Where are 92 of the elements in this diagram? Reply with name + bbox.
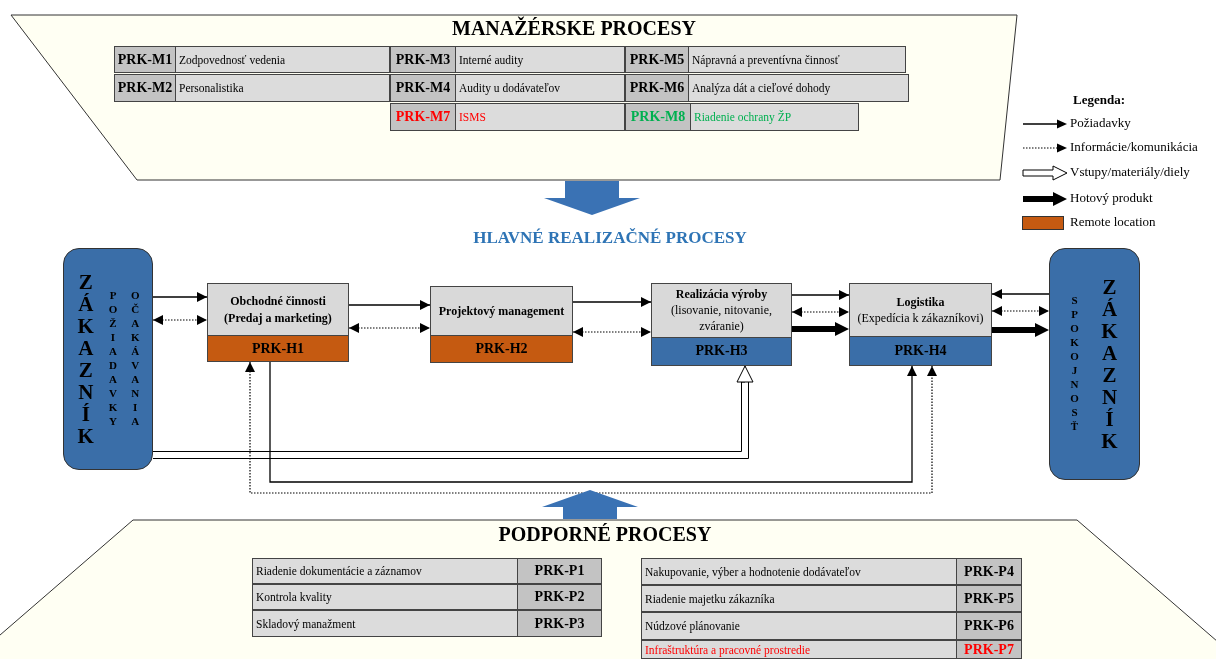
process-name: Personalistika bbox=[178, 81, 245, 96]
process-code: PRK-P1 bbox=[517, 559, 601, 583]
process-subtitle: (lisovanie, nitovanie, zváranie) bbox=[670, 302, 773, 335]
legend-title: Legenda: bbox=[1073, 92, 1126, 108]
process-box bbox=[207, 283, 349, 362]
process-row bbox=[641, 585, 1022, 612]
process-code: PRK-M2 bbox=[115, 75, 176, 101]
thick-arrow bbox=[792, 322, 849, 336]
process-code: PRK-P5 bbox=[956, 586, 1021, 611]
process-name: Skladový manažment bbox=[255, 616, 357, 633]
process-name: Interné audity bbox=[458, 52, 525, 69]
vertical-text: OČAKÁVANIA bbox=[129, 289, 141, 429]
legend-text: Remote location bbox=[1070, 214, 1156, 230]
process-box bbox=[849, 283, 992, 366]
process-code-band: PRK-H1 bbox=[208, 335, 348, 361]
legend-text: Požiadavky bbox=[1070, 115, 1131, 131]
process-row bbox=[114, 46, 390, 73]
block-arrow bbox=[542, 490, 638, 519]
process-name: Kontrola kvality bbox=[255, 590, 333, 606]
vertical-text: ZÁKAZNÍK bbox=[1100, 275, 1119, 453]
process-row bbox=[252, 558, 602, 584]
thick-arrow bbox=[992, 323, 1049, 337]
customer-box bbox=[63, 248, 153, 470]
arrow bbox=[348, 300, 431, 310]
process-row bbox=[252, 610, 602, 637]
legend-text: Vstupy/materiály/diely bbox=[1070, 164, 1190, 180]
process-code-band: PRK-H3 bbox=[652, 336, 791, 365]
block-arrow bbox=[544, 181, 640, 215]
legend-text: Informácie/komunikácia bbox=[1070, 139, 1198, 155]
vertical-text: SPOKOJNOSŤ bbox=[1069, 294, 1080, 434]
process-name: Analýza dát a cieľové dohody bbox=[691, 81, 832, 97]
process-row bbox=[390, 103, 625, 131]
hollow-arrow bbox=[152, 365, 754, 459]
process-subtitle: (Expedícia k zákazníkovi) bbox=[857, 310, 984, 327]
double-arrow bbox=[152, 315, 208, 325]
double-arrow bbox=[791, 307, 850, 317]
double-arrow bbox=[991, 306, 1050, 316]
process-box bbox=[651, 283, 792, 366]
legend-text: Hotový produkt bbox=[1070, 190, 1153, 206]
process-row bbox=[641, 558, 1022, 585]
process-row bbox=[641, 612, 1022, 640]
vertical-text: POŽIADAVKY bbox=[107, 289, 119, 429]
process-title: Projektový management bbox=[438, 302, 565, 320]
process-name: Núdzové plánovanie bbox=[644, 619, 741, 635]
process-code: PRK-P4 bbox=[956, 559, 1021, 584]
process-code: PRK-P6 bbox=[956, 613, 1021, 639]
process-title: Realizácia výroby bbox=[675, 286, 768, 303]
section-title: HLAVNÉ REALIZAČNÉ PROCESY bbox=[472, 228, 748, 248]
arrow bbox=[791, 290, 850, 300]
arrow bbox=[152, 292, 208, 302]
arrow bbox=[572, 297, 652, 307]
process-code: PRK-M7 bbox=[391, 104, 456, 130]
arrow bbox=[991, 289, 1050, 299]
process-row bbox=[625, 46, 906, 73]
process-name: Riadenie dokumentácie a záznamov bbox=[255, 564, 423, 579]
process-band bbox=[0, 519, 1216, 659]
process-code-band: PRK-H4 bbox=[850, 336, 991, 365]
double-arrow bbox=[572, 327, 652, 337]
process-row bbox=[641, 640, 1022, 659]
process-title: Obchodné činnosti (Predaj a marketing) bbox=[223, 293, 333, 326]
process-code: PRK-P2 bbox=[517, 585, 601, 609]
process-name: Nakupovanie, výber a hodnotenie dodávateľov bbox=[644, 564, 862, 581]
process-code: PRK-M6 bbox=[626, 75, 689, 101]
process-code-band: PRK-H2 bbox=[431, 335, 572, 362]
process-code: PRK-M8 bbox=[626, 104, 691, 130]
band-title: MANAŽÉRSKE PROCESY bbox=[451, 17, 697, 40]
customer-box bbox=[1049, 248, 1140, 480]
process-row bbox=[252, 584, 602, 610]
process-name: Zodpovednosť vedenia bbox=[178, 52, 287, 69]
process-code: PRK-P7 bbox=[956, 641, 1021, 658]
process-row bbox=[114, 74, 390, 102]
process-code: PRK-M4 bbox=[391, 75, 456, 101]
double-arrow bbox=[348, 323, 431, 333]
process-row bbox=[625, 103, 859, 131]
vertical-text: ZÁKAZNÍK bbox=[76, 270, 95, 448]
process-code: PRK-M5 bbox=[626, 47, 689, 72]
process-row bbox=[625, 74, 909, 102]
process-name: Nápravná a preventívna činnosť bbox=[691, 52, 841, 69]
process-name: Riadenie ochrany ŽP bbox=[693, 109, 793, 126]
process-row bbox=[390, 46, 625, 73]
process-code: PRK-M3 bbox=[391, 47, 456, 72]
process-name: Infraštruktúra a pracovné prostredie bbox=[644, 642, 812, 658]
process-name: Audity u dodávateľov bbox=[458, 81, 562, 97]
process-band bbox=[10, 14, 1019, 181]
process-title: Logistika bbox=[896, 293, 945, 310]
process-name: ISMS bbox=[458, 110, 487, 125]
process-row bbox=[390, 74, 625, 102]
process-name: Riadenie majetku zákazníka bbox=[644, 591, 776, 608]
process-code: PRK-P3 bbox=[517, 611, 601, 636]
band-title: PODPORNÉ PROCESY bbox=[497, 523, 713, 546]
process-box bbox=[430, 286, 573, 363]
process-code: PRK-M1 bbox=[115, 47, 176, 72]
